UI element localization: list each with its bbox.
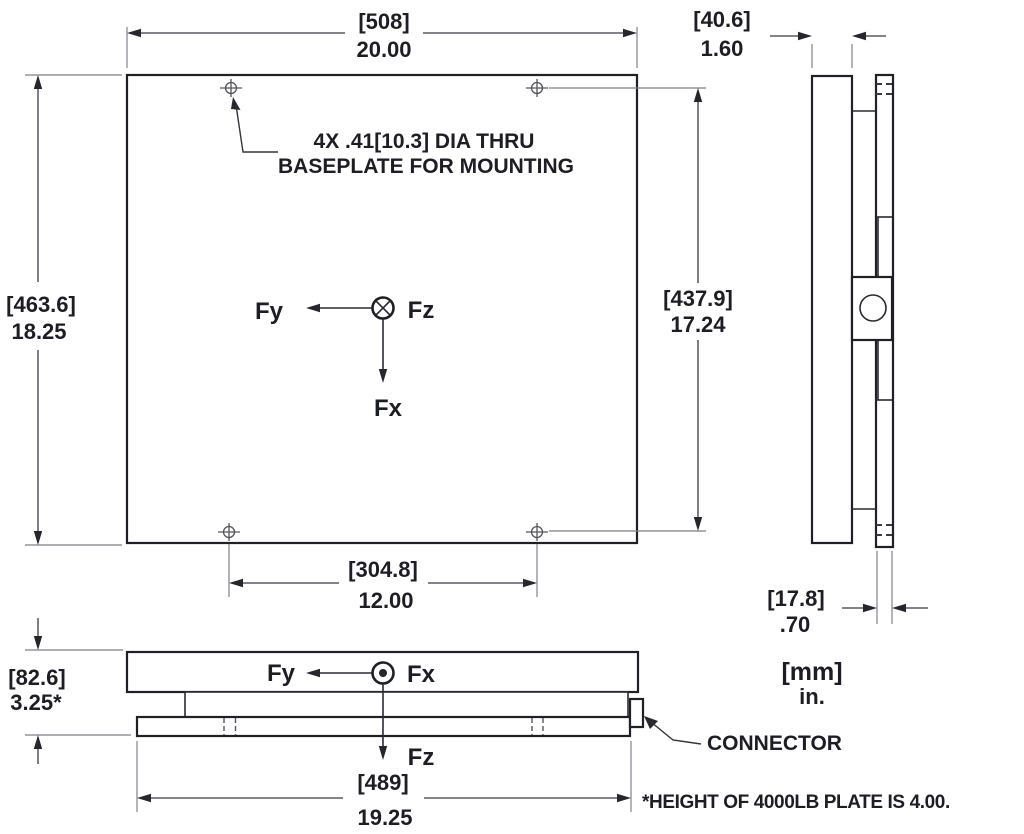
dim-hole-span-horizontal: [304.8] 12.00 bbox=[228, 544, 538, 613]
units-in-label: in. bbox=[799, 684, 825, 709]
side-axis-label-fy: Fy bbox=[267, 660, 296, 687]
mounting-hole-top-right-icon bbox=[526, 79, 548, 97]
dim-baseplate-width: [489] 19.25 bbox=[136, 741, 632, 830]
side-axes: Fy Fx Fz bbox=[267, 660, 436, 771]
elevation-sensor-layer bbox=[184, 691, 629, 718]
dim-top-plate-thickness-mm: [40.6] bbox=[693, 7, 750, 32]
front-axis-label-fz: Fz bbox=[408, 297, 435, 324]
side-top-plate-outline bbox=[810, 74, 854, 545]
dim-hole-span-vertical-mm: [437.9] bbox=[663, 286, 733, 311]
connector-callout: CONNECTOR bbox=[644, 716, 842, 755]
side-axis-label-fz: Fz bbox=[408, 744, 435, 771]
mounting-hole-bottom-right-icon bbox=[526, 523, 548, 541]
dim-baseplate-thickness-inch: .70 bbox=[780, 612, 811, 637]
fz-cross-line-2 bbox=[375, 300, 391, 316]
front-axis-label-fy: Fy bbox=[255, 298, 284, 325]
dim-plate-width-mm: [508] bbox=[358, 9, 409, 34]
fx-dot-icon bbox=[379, 669, 387, 677]
dim-overall-height-inch: 3.25* bbox=[10, 690, 62, 715]
leader-line bbox=[650, 721, 702, 745]
hole-note-line1: 4X .41[10.3] DIA THRU bbox=[314, 130, 535, 153]
dim-overall-height: [82.6] 3.25* bbox=[8, 618, 131, 764]
dim-baseplate-width-mm: [489] bbox=[357, 770, 408, 795]
dim-plate-width: [508] 20.00 bbox=[126, 9, 638, 68]
dim-plate-width-inch: 20.00 bbox=[356, 37, 411, 62]
front-axis-label-fx: Fx bbox=[374, 395, 403, 422]
dim-hole-span-horizontal-mm: [304.8] bbox=[348, 557, 418, 582]
dim-hole-span-vertical: [437.9] 17.24 bbox=[549, 87, 733, 532]
side-connector-circle-icon bbox=[859, 294, 887, 322]
mounting-hole-top-left-icon bbox=[220, 79, 242, 97]
side-axis-label-fx: Fx bbox=[407, 661, 436, 688]
dim-plate-height-inch: 18.25 bbox=[11, 319, 66, 344]
units-legend: [mm] in. bbox=[781, 658, 842, 709]
side-view bbox=[810, 73, 895, 549]
leader-line bbox=[235, 104, 278, 153]
dim-plate-height-mm: [463.6] bbox=[6, 292, 76, 317]
front-view: Fy Fz Fx 4X .41[10.3] DIA THRU BASEPLATE… bbox=[125, 73, 639, 545]
dim-baseplate-thickness: [17.8] .70 bbox=[767, 551, 928, 637]
front-axes: Fy Fz Fx bbox=[255, 296, 435, 422]
dim-top-plate-thickness: [40.6] 1.60 bbox=[693, 7, 886, 68]
dim-hole-span-horizontal-inch: 12.00 bbox=[358, 588, 413, 613]
hole-note-line2: BASEPLATE FOR MOUNTING bbox=[278, 155, 574, 178]
fz-arrowhead-icon bbox=[378, 746, 388, 760]
leader-arrowhead-icon bbox=[231, 97, 241, 110]
dim-plate-height: [463.6] 18.25 bbox=[6, 74, 122, 546]
dim-baseplate-width-inch: 19.25 bbox=[357, 805, 412, 830]
dim-top-plate-thickness-inch: 1.60 bbox=[701, 36, 744, 61]
hole-note: 4X .41[10.3] DIA THRU BASEPLATE FOR MOUN… bbox=[231, 97, 574, 178]
mounting-hole-bottom-left-icon bbox=[218, 523, 240, 541]
dim-hole-span-vertical-inch: 17.24 bbox=[670, 312, 726, 337]
fx-arrowhead-icon bbox=[378, 369, 388, 383]
connector-body bbox=[628, 697, 645, 729]
connector-label: CONNECTOR bbox=[707, 732, 842, 755]
footnote: *HEIGHT OF 4000LB PLATE IS 4.00. bbox=[642, 792, 950, 813]
fy-arrowhead-icon bbox=[306, 668, 320, 678]
dim-overall-height-mm: [82.6] bbox=[8, 665, 65, 690]
dim-baseplate-thickness-mm: [17.8] bbox=[767, 586, 824, 611]
fy-arrowhead-icon bbox=[306, 303, 320, 313]
units-mm-label: [mm] bbox=[781, 658, 842, 686]
elevation-view: Fy Fx Fz CONNECTOR bbox=[125, 650, 842, 771]
